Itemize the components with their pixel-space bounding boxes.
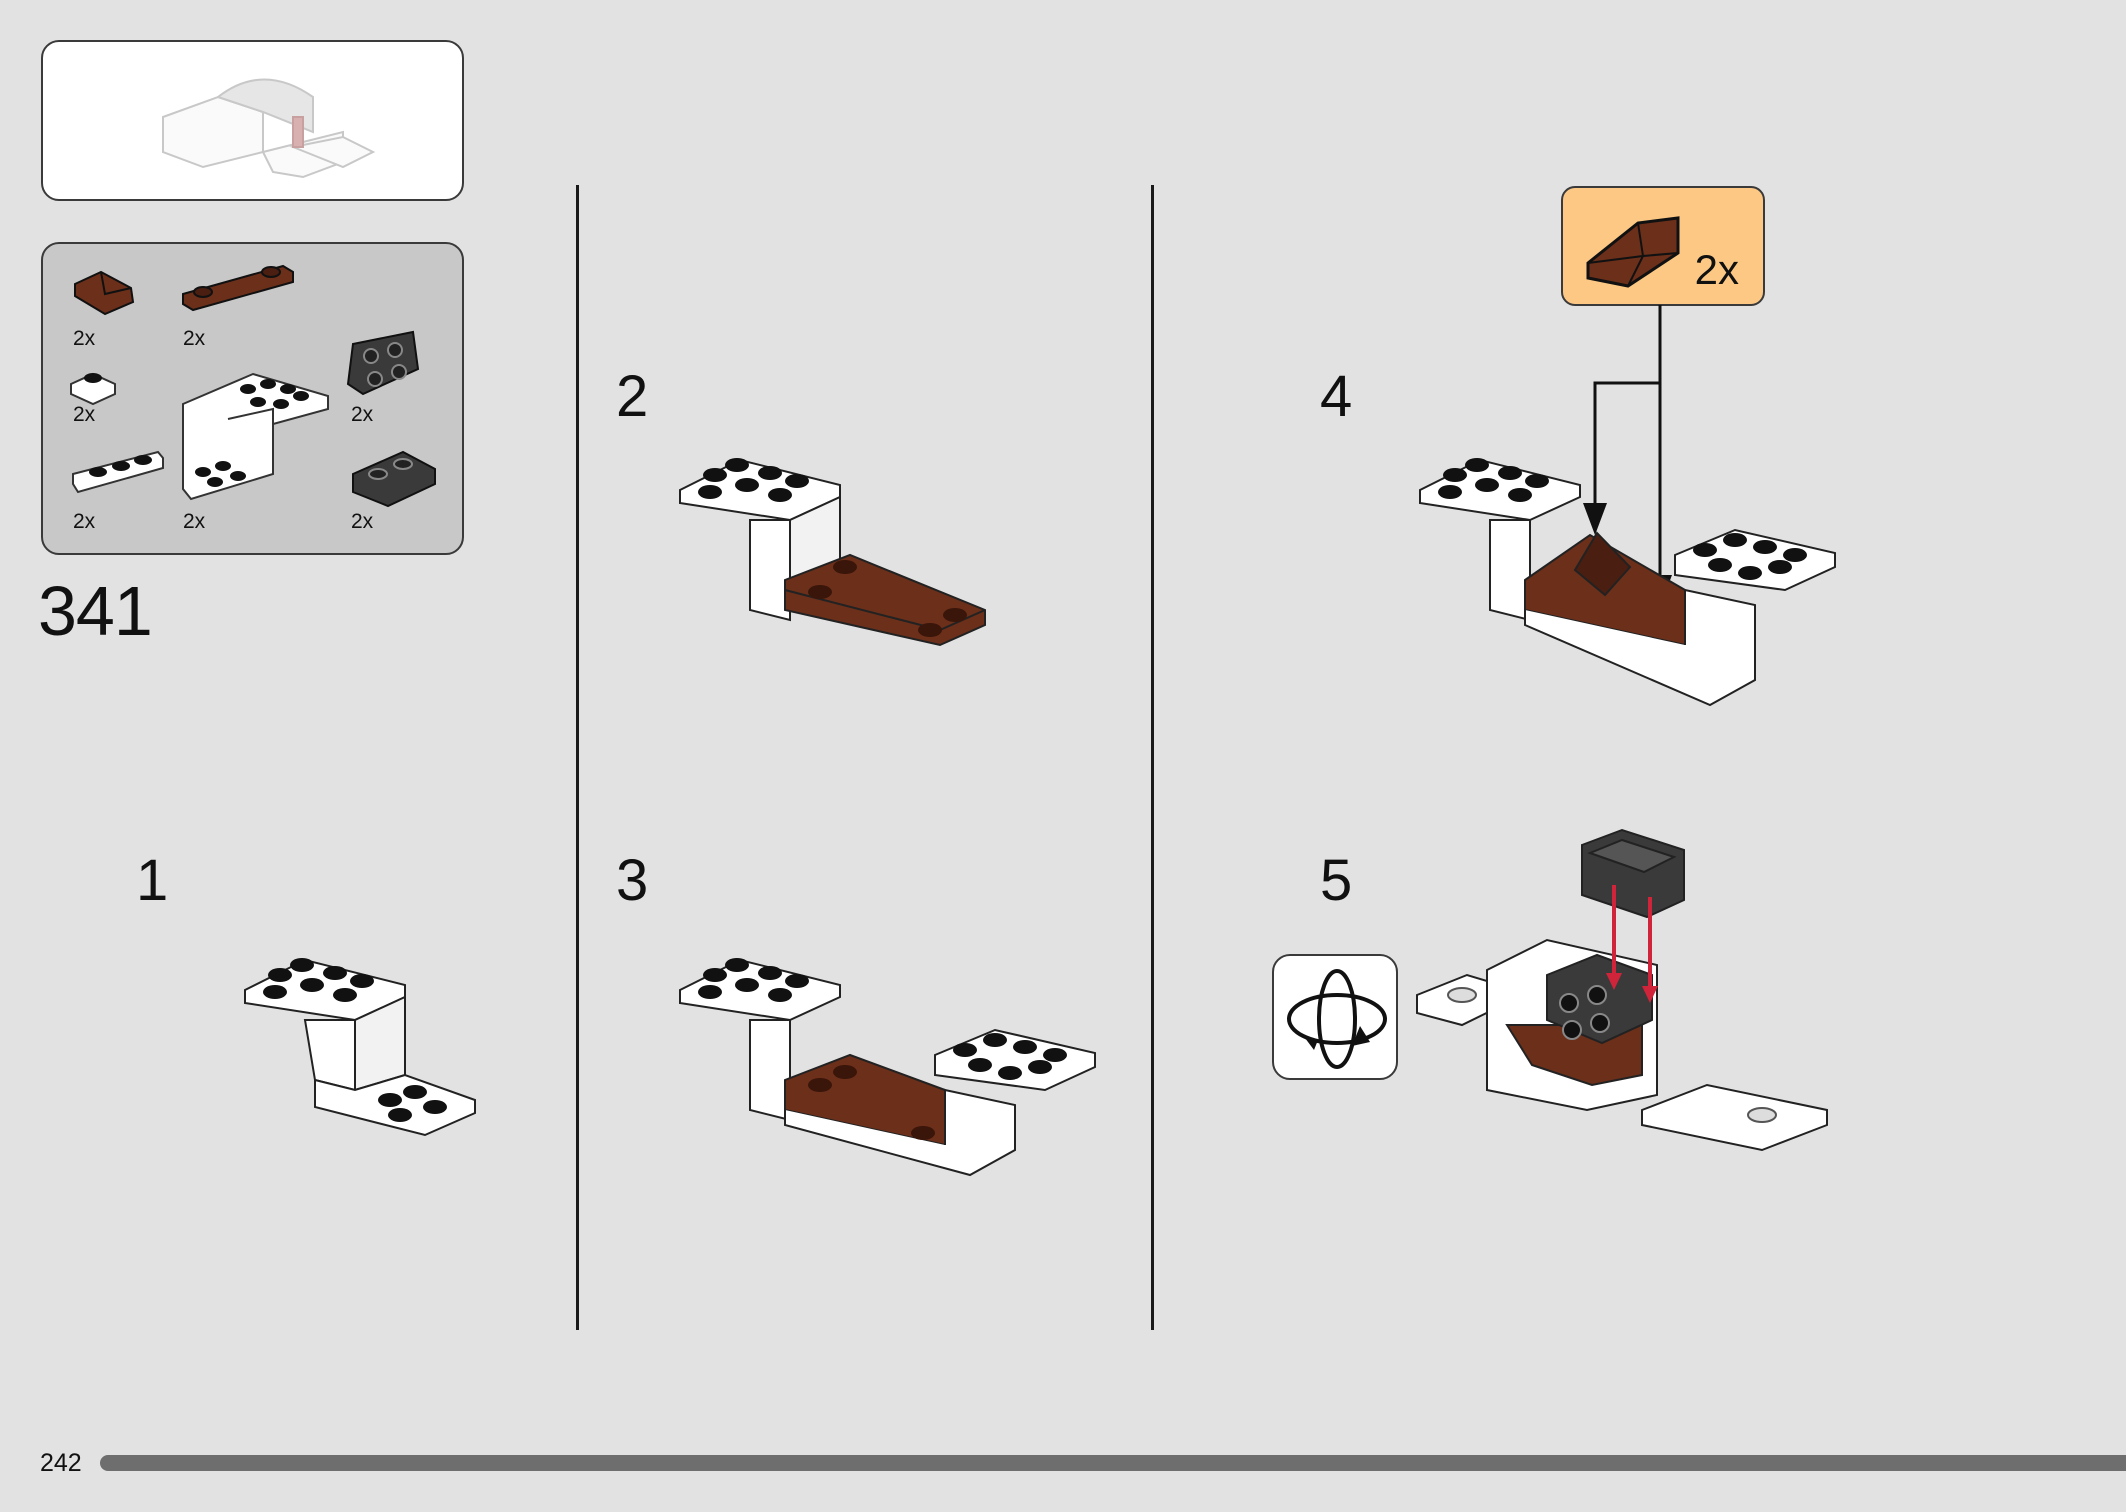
part-qty: 2x [183,510,206,533]
column-divider [1151,185,1154,1330]
brown-slope-part [74,270,135,316]
part-qty: 2x [73,327,96,350]
dark-bracket-part [346,330,420,396]
step-5-illustration [1416,828,1828,1152]
white-plate-1x1-part [70,372,116,406]
brown-slope-icon [1586,216,1680,288]
step-number-5: 5 [1320,848,1353,913]
part-qty: 2x [73,403,96,426]
step-1-illustration [244,958,476,1137]
column-divider [576,185,579,1330]
part-qty: 2x [73,510,96,533]
model-preview-panel [41,40,464,201]
step-number-3: 3 [616,848,649,913]
white-plate-1x3-part [72,450,164,494]
page-progress-bar [100,1455,2126,1471]
white-bracket-large-part [182,372,329,501]
step-number-1: 1 [136,848,169,913]
dark-slope-double-part [352,450,436,508]
rotate-model-icon [1272,954,1398,1080]
part-qty: 2x [351,403,374,426]
callout-qty: 2x [1694,246,1739,293]
step-2-illustration [679,458,986,647]
parts-callout: 2x [1561,186,1765,306]
step-3-illustration [679,958,1096,1177]
page-number: 242 [40,1449,82,1477]
step-number-4: 4 [1320,364,1353,429]
step-4-illustration [1419,305,1836,707]
brown-plate-part [182,264,294,312]
page-step-number: 341 [38,572,153,650]
part-qty: 2x [351,510,374,533]
part-qty: 2x [183,327,206,350]
step-number-2: 2 [616,364,649,429]
model-preview-image [162,78,376,179]
parts-list-panel: 2x 2x 2x 2x 2x 2x 2x [41,242,464,555]
rotate-arrows-icon [1287,969,1387,1069]
